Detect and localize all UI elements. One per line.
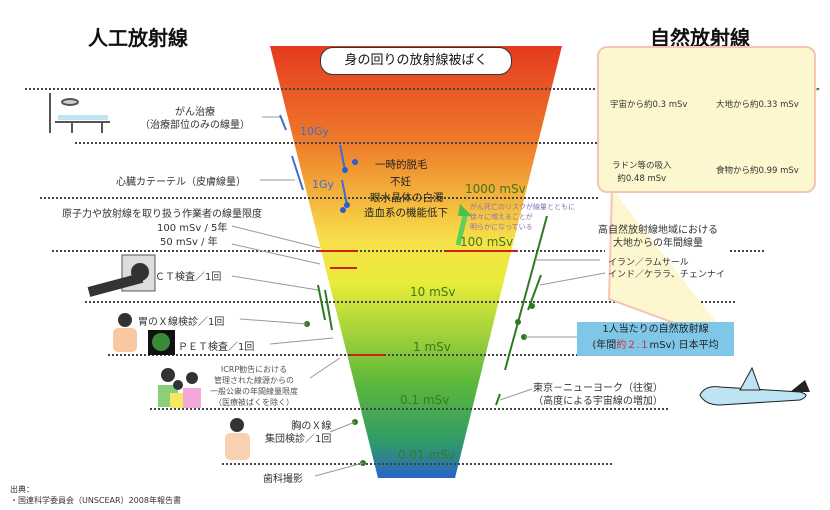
avg-value: 約２.１ — [616, 340, 650, 351]
iran-label: イラン／ラムサール — [608, 258, 689, 268]
cosmic-radiation-label: 宇宙から約0.3 mSv — [610, 100, 688, 110]
avg-prefix: (年間 — [592, 340, 617, 351]
label-line: （医療被ばくを除く） — [214, 398, 294, 407]
label-line: （治療部位のみの線量） — [140, 120, 250, 131]
avg-line2: (年間約２.１mSv) 日本平均 — [577, 338, 734, 354]
label-1gy: 1Gy — [312, 178, 335, 191]
effect-hematopoietic: 造血系の機能低下 — [364, 207, 448, 219]
effect-hair-loss: 一時的脱毛 — [375, 159, 428, 171]
label-line: 一般公衆の年間線量限度 — [210, 387, 298, 396]
ct-scanner-illustration — [87, 254, 156, 297]
cancer-risk-note: がん死亡のリスクが線量とともに 徐々に増えることが 明らかになっている — [470, 202, 575, 232]
label-1msv: 1 mSv — [413, 340, 451, 354]
ct-scan-label: ＣＴ検査／1回 — [155, 272, 222, 283]
label-01msv: 0.1 mSv — [400, 393, 450, 407]
label-line: 大地からの年間線量 — [613, 238, 703, 249]
high-natural-area-label: 高自然放射線地域における 大地からの年間線量 — [598, 224, 718, 250]
stomach-xray-label: 胃のＸ線検診／1回 — [138, 317, 225, 328]
terrestrial-radiation-label: 大地から約0.33 mSv — [716, 100, 799, 110]
note-line: がん死亡のリスクが線量とともに — [470, 203, 575, 211]
person-stomach-illustration — [113, 313, 137, 352]
label-line: 東京－ニューヨーク（往復） — [533, 383, 663, 394]
note-line: 徐々に増えることが — [470, 213, 533, 221]
cardiac-catheter-label: 心臓カテーテル（皮膚線量） — [116, 177, 246, 188]
label-line: 集団検診／1回 — [265, 434, 332, 445]
airplane-illustration — [699, 366, 810, 406]
worker-limit-label: 原子力や放射線を取り扱う作業者の線量限度 — [62, 209, 262, 220]
source-item: ・国連科学委員会（UNSCEAR）2008年報告書 — [10, 496, 181, 505]
note-line: 明らかになっている — [470, 223, 533, 231]
japan-average-box: 1人当たりの自然放射線 (年間約２.１mSv) 日本平均 — [577, 322, 734, 356]
center-title: 身の回りの放射線被ばく — [320, 47, 512, 75]
avg-suffix: mSv) 日本平均 — [649, 340, 719, 351]
worker-limit-1yr: 50 mSv / 年 — [160, 237, 218, 248]
person-chest-illustration — [225, 418, 250, 460]
dental-xray-label: 歯科撮影 — [263, 474, 303, 485]
label-line: 胸のＸ線 — [291, 421, 332, 432]
label-001msv: 0.01 mSv — [398, 448, 455, 462]
label-100msv: 100 mSv — [460, 235, 514, 249]
artificial-radiation-title: 人工放射線 — [88, 26, 188, 50]
family-illustration — [158, 368, 201, 408]
label-1000msv: 1000 mSv — [465, 182, 526, 196]
label-line: 管理された線源からの — [214, 376, 294, 385]
radon-label: ラドン等の吸入 約0.48 mSv — [612, 160, 672, 186]
avg-line1: 1人当たりの自然放射線 — [602, 324, 709, 335]
flight-label: 東京－ニューヨーク（往復） （高度による宇宙線の増加） — [533, 382, 663, 408]
cancer-therapy-label: がん治療 （治療部位のみの線量） — [140, 106, 250, 132]
india-label: インド／ケララ、チェンナイ — [608, 270, 725, 280]
pet-brain — [152, 333, 170, 351]
label-10msv: 10 mSv — [410, 285, 456, 299]
dose-funnel — [270, 46, 562, 478]
label-line: 高自然放射線地域における — [598, 225, 718, 236]
source-citation: 出典： ・国連科学委員会（UNSCEAR）2008年報告書 — [10, 484, 181, 506]
label-10gy: 10Gy — [300, 125, 330, 138]
worker-limit-5yr: 100 mSv / 5年 — [157, 223, 228, 234]
label-line: （高度による宇宙線の増加） — [533, 396, 663, 407]
effect-cataract: 眼水晶体の白濁 — [370, 192, 444, 204]
risk-arrow — [455, 211, 469, 246]
food-radiation-label: 食物から約0.99 mSv — [716, 166, 799, 176]
hospital-bed-illustration — [49, 93, 110, 133]
icrp-limit-label: ICRP勧告における 管理された線源からの 一般公衆の年間線量限度 （医療被ばく… — [210, 364, 298, 408]
label-line: 約0.48 mSv — [617, 174, 667, 184]
leader-lines — [231, 116, 606, 477]
natural-sources-box — [597, 46, 816, 193]
effect-points — [340, 159, 358, 213]
source-heading: 出典： — [10, 485, 34, 494]
limit-markers — [318, 250, 518, 356]
chest-xray-label: 胸のＸ線 集団検診／1回 — [265, 420, 331, 446]
effect-infertility: 不妊 — [390, 176, 411, 188]
label-line: がん治療 — [175, 107, 215, 118]
label-line: ラドン等の吸入 — [612, 161, 672, 171]
gy-ranges — [279, 114, 348, 206]
pet-scan-label: ＰＥＴ検査／1回 — [178, 342, 255, 353]
label-line: ICRP勧告における — [220, 365, 288, 374]
